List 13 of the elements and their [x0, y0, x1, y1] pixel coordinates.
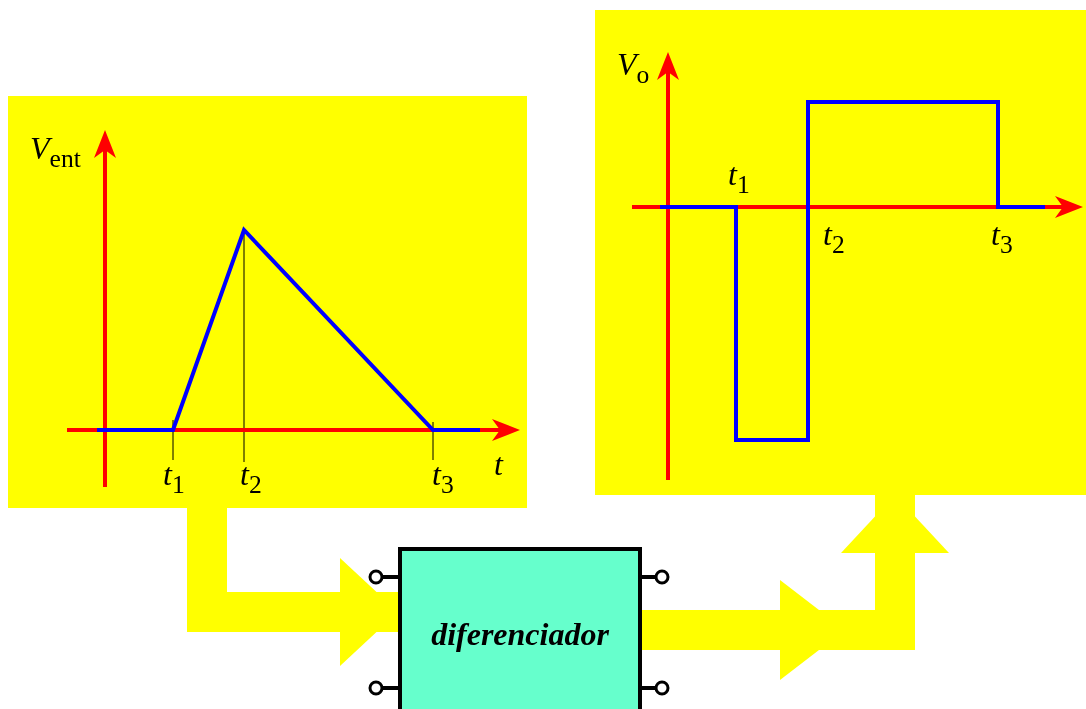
tick-label: t$_{2}$ [240, 458, 262, 498]
tick-label: t$_{3}$ [991, 218, 1013, 258]
axis-label: t [494, 448, 503, 480]
tick-label: t$_{1}$ [163, 458, 185, 498]
box-label: diferenciador [431, 616, 609, 653]
axis-label: V$_{ent}$ [30, 132, 81, 172]
graph-panel [595, 10, 1086, 495]
tick-label: t$_{2}$ [823, 218, 845, 258]
tick-label: t$_{1}$ [728, 158, 750, 198]
axis-label: V$_{o}$ [617, 48, 650, 88]
process-box [398, 547, 642, 709]
tick-label: t$_{3}$ [432, 458, 454, 498]
graph-panel [8, 96, 527, 508]
